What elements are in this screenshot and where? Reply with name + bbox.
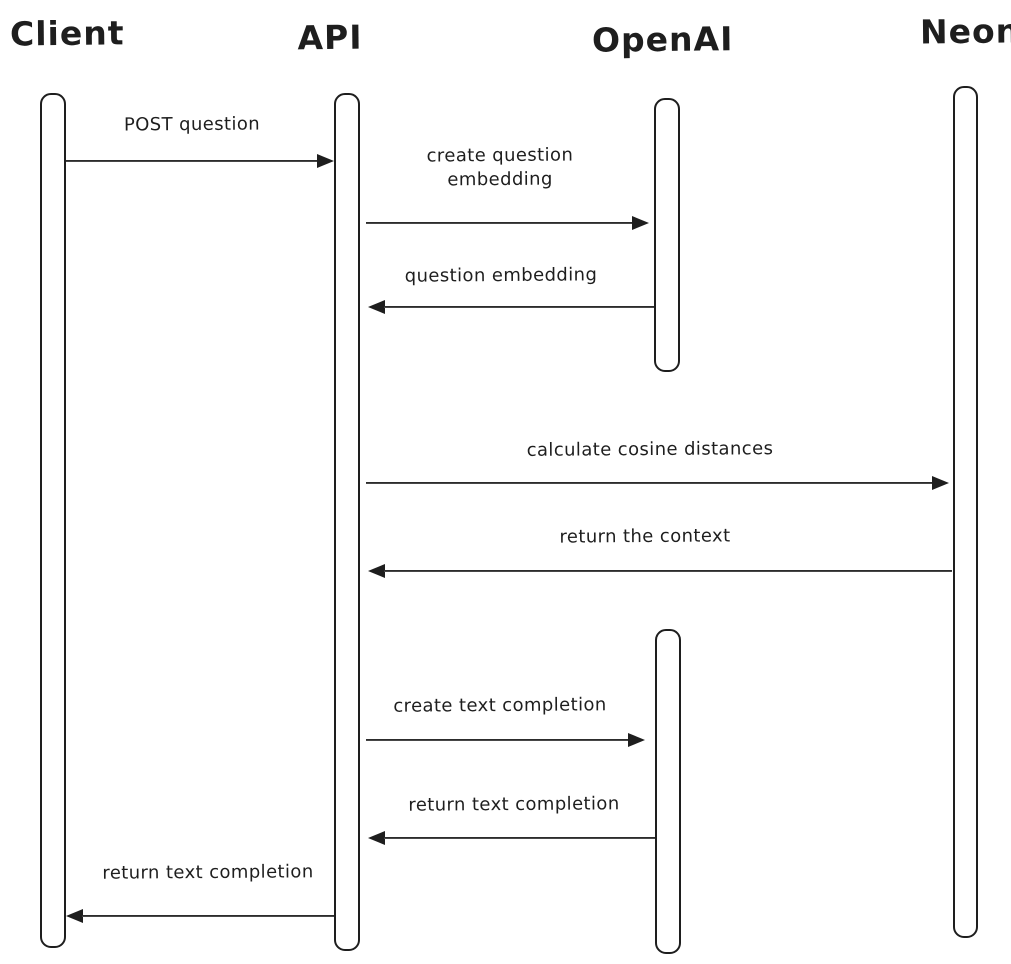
arrowhead-left-icon <box>368 831 385 845</box>
arrow-line <box>366 222 634 224</box>
message-label: return text completion <box>102 861 314 884</box>
arrowhead-right-icon <box>317 154 334 168</box>
actor-label-client: Client <box>9 13 125 54</box>
lifeline-openai-lower <box>655 629 681 954</box>
lifeline-client <box>40 93 66 948</box>
actor-label-neon: Neon <box>919 11 1011 52</box>
message-label: create text completion <box>393 694 607 717</box>
actor-label-openai: OpenAI <box>591 19 734 60</box>
lifeline-openai-upper <box>654 98 680 372</box>
arrow-line <box>66 160 320 162</box>
arrow-line <box>366 482 934 484</box>
message-label: return the context <box>559 525 731 548</box>
lifeline-neon <box>953 86 978 938</box>
arrowhead-right-icon <box>632 216 649 230</box>
arrow-line <box>384 306 654 308</box>
message-label: POST question <box>123 113 261 136</box>
arrowhead-right-icon <box>932 476 949 490</box>
message-label: question embedding <box>404 264 598 287</box>
lifeline-api <box>334 93 360 951</box>
arrow-line <box>384 570 952 572</box>
arrow-line <box>82 915 334 917</box>
arrowhead-left-icon <box>368 564 385 578</box>
arrowhead-right-icon <box>628 733 645 747</box>
arrow-line <box>384 837 655 839</box>
message-label: return text completion <box>408 793 620 816</box>
arrow-line <box>366 739 630 741</box>
message-label: calculate cosine distances <box>526 438 774 461</box>
message-label: create question embedding <box>426 144 574 191</box>
actor-label-api: API <box>297 17 363 58</box>
arrowhead-left-icon <box>368 300 385 314</box>
arrowhead-left-icon <box>66 909 83 923</box>
